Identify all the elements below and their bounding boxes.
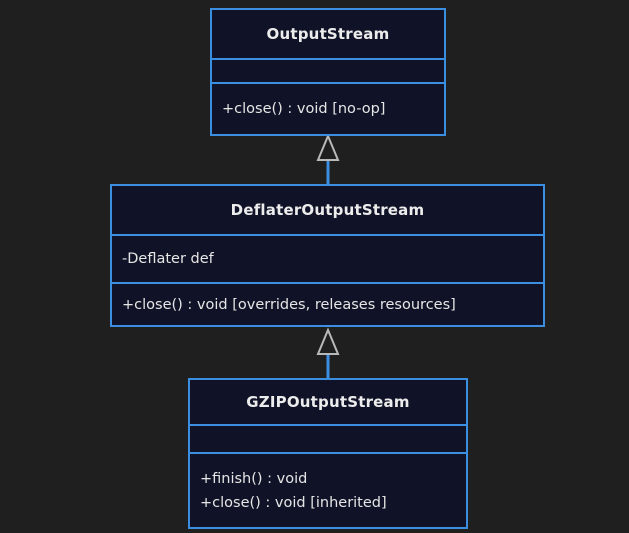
class-box-outputstream[interactable]: OutputStream +close() : void [no-op] <box>210 8 446 136</box>
operations-compartment-deflateroutputstream: +close() : void [overrides, releases res… <box>112 282 543 325</box>
attribute-item: -Deflater def <box>122 251 214 267</box>
operation-item: +close() : void [no-op] <box>222 101 386 117</box>
operation-item: +close() : void [inherited] <box>200 494 387 511</box>
class-box-gzipoutputstream[interactable]: GZIPOutputStream +finish() : void +close… <box>188 378 468 529</box>
operations-compartment-outputstream: +close() : void [no-op] <box>212 82 444 134</box>
generalization-arrowhead-deflater-to-outputstream <box>316 133 340 161</box>
generalization-arrowhead-gzip-to-deflater <box>316 327 340 355</box>
attributes-compartment-gzipoutputstream <box>190 424 466 452</box>
class-name-deflateroutputstream: DeflaterOutputStream <box>230 201 425 219</box>
class-name-gzipoutputstream: GZIPOutputStream <box>246 393 410 411</box>
class-box-deflateroutputstream[interactable]: DeflaterOutputStream -Deflater def +clos… <box>110 184 545 327</box>
operation-item: +close() : void [overrides, releases res… <box>122 296 456 313</box>
operations-compartment-gzipoutputstream: +finish() : void +close() : void [inheri… <box>190 452 466 527</box>
attributes-compartment-outputstream <box>212 58 444 82</box>
class-name-outputstream: OutputStream <box>266 25 390 43</box>
operation-item: +finish() : void <box>200 470 308 487</box>
attributes-compartment-deflateroutputstream: -Deflater def <box>112 234 543 282</box>
